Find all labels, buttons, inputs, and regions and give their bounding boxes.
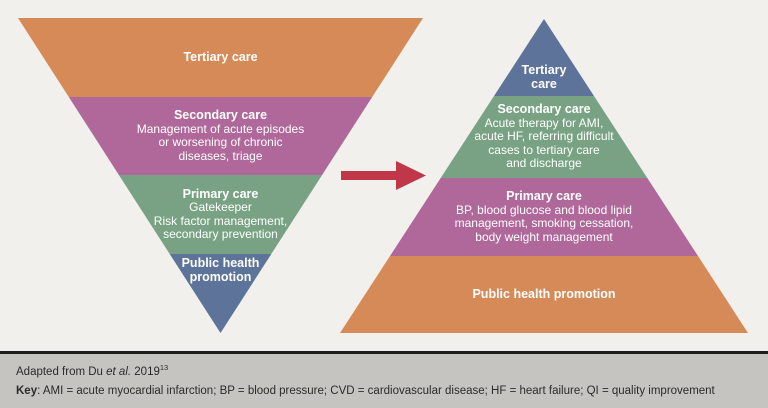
layer-body: Gatekeeper Risk factor management, secon…	[153, 200, 288, 241]
layer-title: Public health promotion	[472, 286, 616, 301]
transition-arrow-icon	[341, 161, 426, 190]
layer-title: Tertiary care	[183, 49, 258, 64]
layer-body: Management of acute episodes or worsenin…	[136, 121, 305, 163]
key-text: : AMI = acute myocardial infarction; BP …	[37, 385, 715, 397]
attribution-reference-number: 13	[159, 363, 169, 372]
layer-title: Primary care	[182, 186, 259, 201]
key-label: Key	[16, 385, 38, 397]
layer-title: Tertiary care	[521, 63, 567, 91]
right-primary-care-layer: Primary care BP, blood glucose and blood…	[390, 178, 698, 256]
left-secondary-care-layer: Secondary care Management of acute episo…	[68, 97, 373, 175]
layer-title: Public health promotion	[181, 256, 260, 284]
layer-title: Secondary care	[497, 102, 591, 117]
right-public-health-layer: Public health promotion	[340, 256, 748, 333]
abbreviation-key: Key: AMI = acute myocardial infarction; …	[16, 385, 715, 397]
layer-body: BP, blood glucose and blood lipid manage…	[454, 202, 634, 244]
footer-band: Adapted from Du et al. 201913 Key: AMI =…	[0, 354, 768, 408]
divider-line	[0, 351, 768, 354]
layer-title: Secondary care	[173, 108, 268, 122]
attribution-etal: et al.	[106, 365, 132, 378]
layer-title: Primary care	[506, 189, 582, 203]
right-tertiary-care-layer: Tertiary care	[494, 19, 594, 96]
right-secondary-care-layer: Secondary care Acute therapy for AMI, ac…	[440, 96, 648, 178]
source-attribution: Adapted from Du et al. 201913	[16, 363, 168, 378]
right-pyramid: Tertiary care Secondary care Acute thera…	[340, 19, 748, 333]
left-pyramid: Tertiary care Secondary care Management …	[18, 18, 423, 333]
attribution-year: 2019	[134, 365, 160, 378]
layer-body: Acute therapy for AMI, acute HF, referri…	[474, 115, 614, 171]
attribution-prefix: Adapted from Du	[16, 365, 103, 378]
left-tertiary-care-layer: Tertiary care	[18, 18, 423, 97]
